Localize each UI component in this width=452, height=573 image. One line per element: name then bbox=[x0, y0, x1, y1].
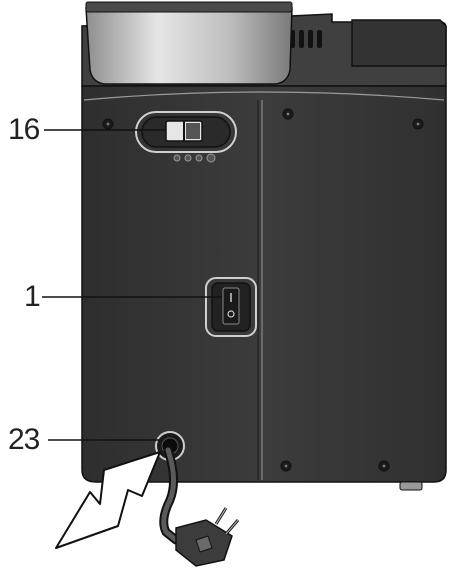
callout-23: 23 bbox=[8, 423, 40, 456]
machine-body bbox=[81, 85, 447, 491]
indicator-dots bbox=[173, 153, 216, 163]
power-cable-icon bbox=[159, 445, 181, 545]
callout-1: 1 bbox=[24, 280, 41, 313]
schuko-plug-icon bbox=[175, 507, 240, 567]
slide-switch-icon[interactable] bbox=[135, 111, 237, 153]
pull-direction-arrow-icon bbox=[55, 451, 161, 549]
screw-icons bbox=[102, 108, 424, 472]
rocker-switch-icon[interactable] bbox=[205, 277, 257, 337]
water-tank bbox=[85, 1, 293, 85]
leader-lines bbox=[42, 129, 222, 441]
callout-16: 16 bbox=[8, 113, 40, 146]
